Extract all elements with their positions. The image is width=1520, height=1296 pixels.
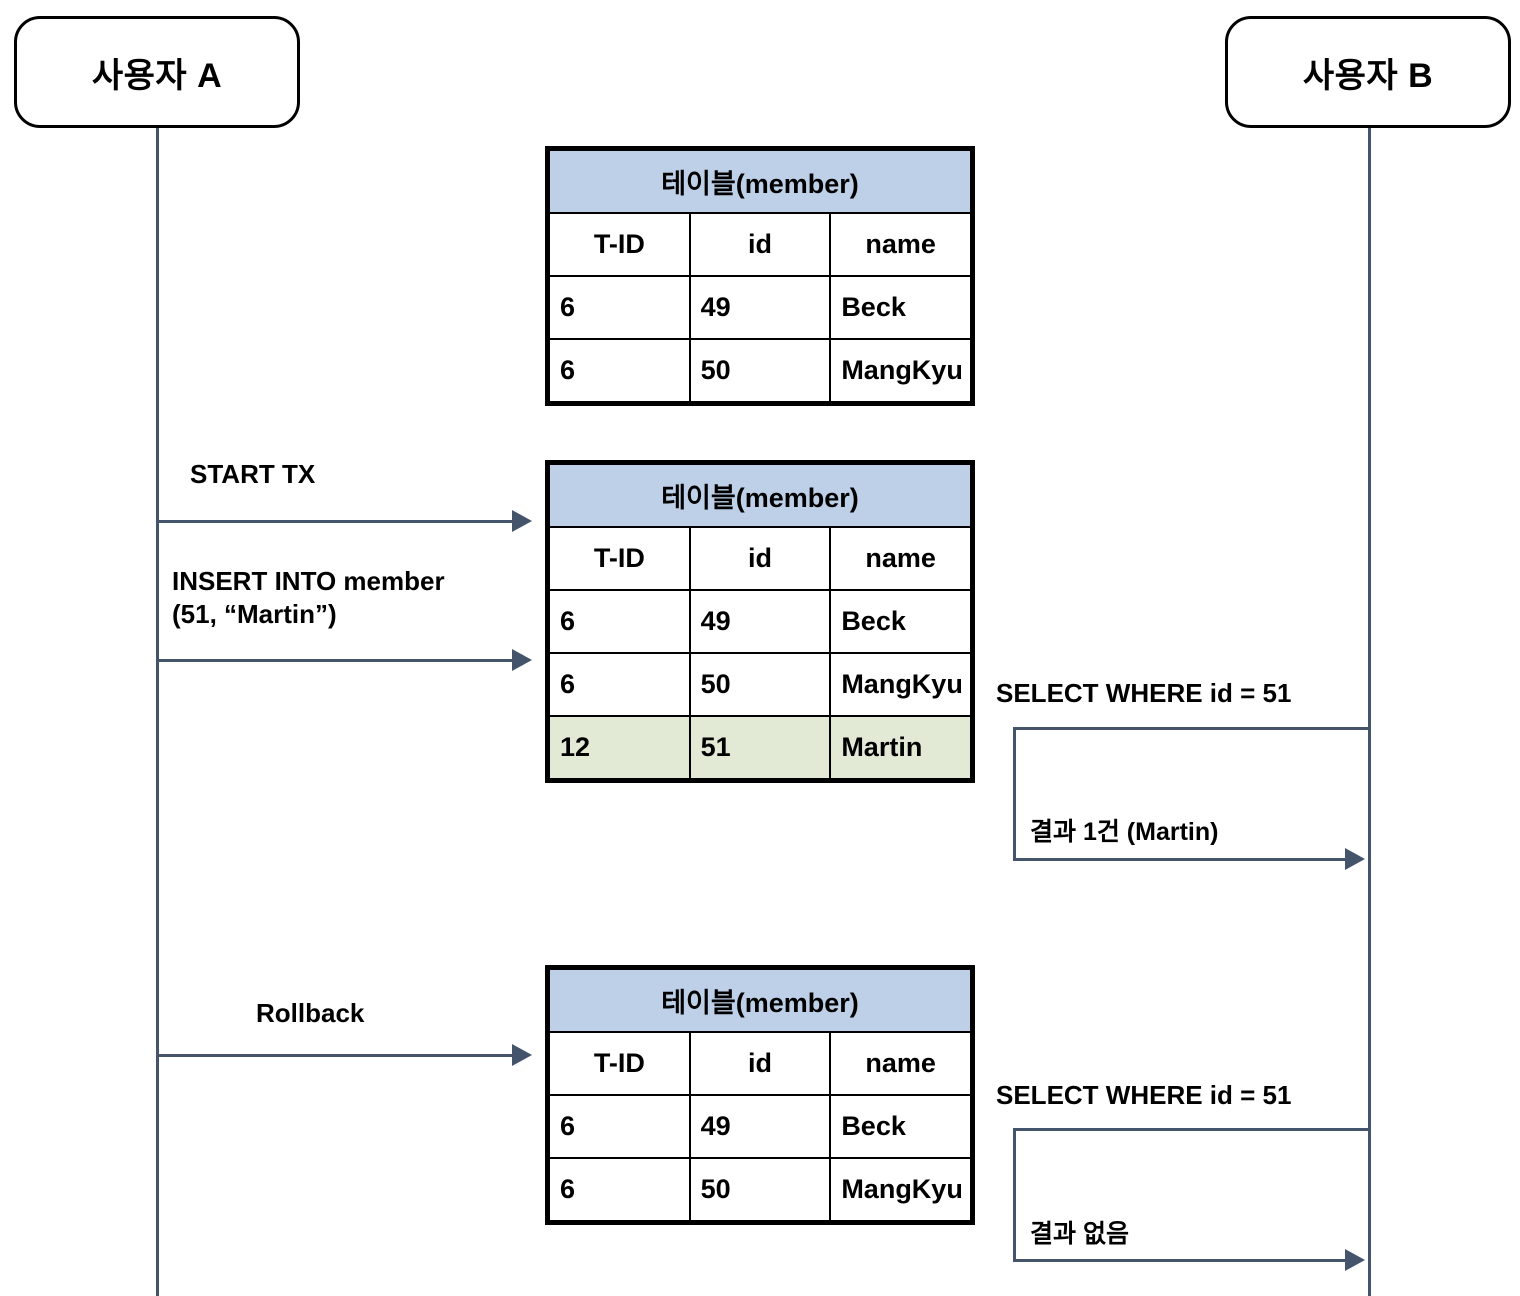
cell-name: Beck bbox=[829, 275, 972, 340]
query-label-select-1: SELECT WHERE id = 51 bbox=[996, 678, 1292, 708]
table-row: 6 50 MangKyu bbox=[548, 652, 972, 717]
column-header-tid: T-ID bbox=[548, 1031, 691, 1096]
self-call-top-line-2 bbox=[1013, 1128, 1369, 1131]
cell-name: MangKyu bbox=[829, 1157, 972, 1222]
column-header-tid: T-ID bbox=[548, 212, 691, 277]
cell-name: Beck bbox=[829, 1094, 972, 1159]
self-call-left-line-1 bbox=[1013, 727, 1016, 861]
table-title: 테이블(member) bbox=[548, 968, 972, 1033]
member-table-after-rollback: 테이블(member) T-ID id name 6 49 Beck 6 50 … bbox=[545, 965, 975, 1225]
cell-name: Martin bbox=[829, 715, 972, 780]
query-result-label-2: 결과 없음 bbox=[1030, 1220, 1129, 1248]
cell-tid: 6 bbox=[548, 1157, 691, 1222]
lifeline-user-a bbox=[156, 128, 159, 1296]
self-call-return-line-1 bbox=[1013, 858, 1349, 861]
actor-label-user-a: 사용자 A bbox=[91, 56, 223, 95]
table-row: 6 49 Beck bbox=[548, 589, 972, 654]
table-header-row: T-ID id name bbox=[548, 1031, 972, 1096]
self-call-return-line-2 bbox=[1013, 1259, 1349, 1262]
actor-box-user-a[interactable]: 사용자 A bbox=[14, 16, 300, 128]
cell-tid: 6 bbox=[548, 338, 691, 403]
column-header-name: name bbox=[829, 1031, 972, 1096]
lifeline-user-b bbox=[1368, 128, 1371, 1296]
cell-id: 49 bbox=[688, 1094, 832, 1159]
cell-tid: 12 bbox=[548, 715, 691, 780]
table-row: 6 49 Beck bbox=[548, 1094, 972, 1159]
table-title: 테이블(member) bbox=[548, 149, 972, 214]
column-header-tid: T-ID bbox=[548, 526, 691, 591]
message-line-start-tx bbox=[156, 520, 514, 523]
cell-id: 50 bbox=[688, 1157, 832, 1222]
cell-tid: 6 bbox=[548, 652, 691, 717]
column-header-id: id bbox=[688, 526, 832, 591]
arrow-head-start-tx bbox=[512, 510, 532, 532]
cell-tid: 6 bbox=[548, 589, 691, 654]
message-line-insert bbox=[156, 659, 514, 662]
table-row: 6 50 MangKyu bbox=[548, 1157, 972, 1222]
cell-id: 50 bbox=[688, 338, 832, 403]
self-call-top-line-1 bbox=[1013, 727, 1369, 730]
member-table-after-insert: 테이블(member) T-ID id name 6 49 Beck 6 50 … bbox=[545, 460, 975, 783]
cell-tid: 6 bbox=[548, 1094, 691, 1159]
message-label-rollback: Rollback bbox=[256, 998, 365, 1028]
message-line-rollback bbox=[156, 1054, 514, 1057]
column-header-name: name bbox=[829, 212, 972, 277]
arrow-head-rollback bbox=[512, 1044, 532, 1066]
actor-box-user-b[interactable]: 사용자 B bbox=[1225, 16, 1511, 128]
query-label-select-2: SELECT WHERE id = 51 bbox=[996, 1080, 1292, 1110]
message-label-start-tx: START TX bbox=[190, 459, 316, 489]
column-header-name: name bbox=[829, 526, 972, 591]
table-row: 6 50 MangKyu bbox=[548, 338, 972, 403]
member-table-initial: 테이블(member) T-ID id name 6 49 Beck 6 50 … bbox=[545, 146, 975, 406]
cell-tid: 6 bbox=[548, 275, 691, 340]
arrow-head-result-2 bbox=[1345, 1249, 1365, 1271]
cell-name: MangKyu bbox=[829, 338, 972, 403]
column-header-id: id bbox=[688, 1031, 832, 1096]
self-call-left-line-2 bbox=[1013, 1128, 1016, 1262]
table-title: 테이블(member) bbox=[548, 463, 972, 528]
arrow-head-insert bbox=[512, 649, 532, 671]
actor-label-user-b: 사용자 B bbox=[1302, 56, 1434, 95]
table-header-row: T-ID id name bbox=[548, 526, 972, 591]
arrow-head-result-1 bbox=[1345, 848, 1365, 870]
table-row-uncommitted: 12 51 Martin bbox=[548, 715, 972, 780]
cell-name: Beck bbox=[829, 589, 972, 654]
message-label-insert: INSERT INTO member (51, “Martin”) bbox=[172, 566, 445, 630]
cell-id: 50 bbox=[688, 652, 832, 717]
cell-id: 49 bbox=[688, 275, 832, 340]
cell-id: 51 bbox=[688, 715, 832, 780]
cell-name: MangKyu bbox=[829, 652, 972, 717]
query-result-label-1: 결과 1건 (Martin) bbox=[1030, 818, 1219, 846]
table-row: 6 49 Beck bbox=[548, 275, 972, 340]
column-header-id: id bbox=[688, 212, 832, 277]
table-header-row: T-ID id name bbox=[548, 212, 972, 277]
cell-id: 49 bbox=[688, 589, 832, 654]
